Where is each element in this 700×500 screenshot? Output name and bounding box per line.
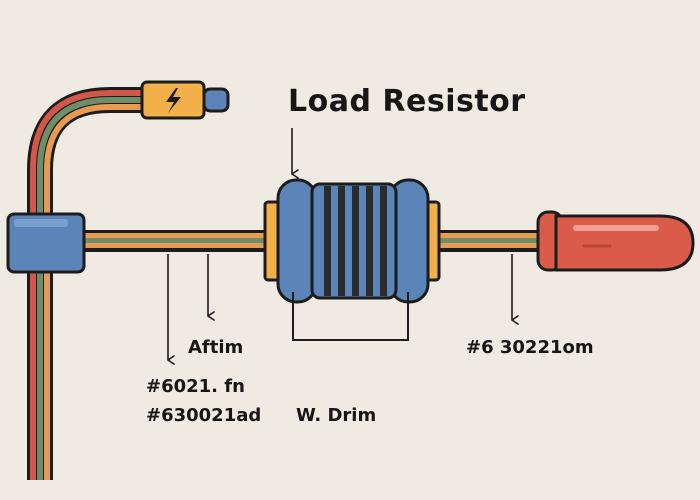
power-plug: [140, 80, 230, 120]
lightning-bolt-icon: [166, 88, 181, 113]
wire-label: Aftim: [188, 337, 244, 358]
diagram-title: Load Resistor: [288, 84, 526, 119]
annotation-arrows: [167, 128, 519, 365]
curved-cable: [27, 87, 150, 480]
red-probe: [536, 210, 695, 272]
resistor-base-label: W. Drim: [296, 405, 377, 426]
wire-code-1: #6021. fn: [146, 376, 245, 397]
load-resistor: [263, 178, 441, 341]
junction-box: [6, 212, 86, 274]
wire-code-2: #630021ad: [146, 405, 262, 426]
probe-label: #6 30221om: [466, 337, 594, 358]
